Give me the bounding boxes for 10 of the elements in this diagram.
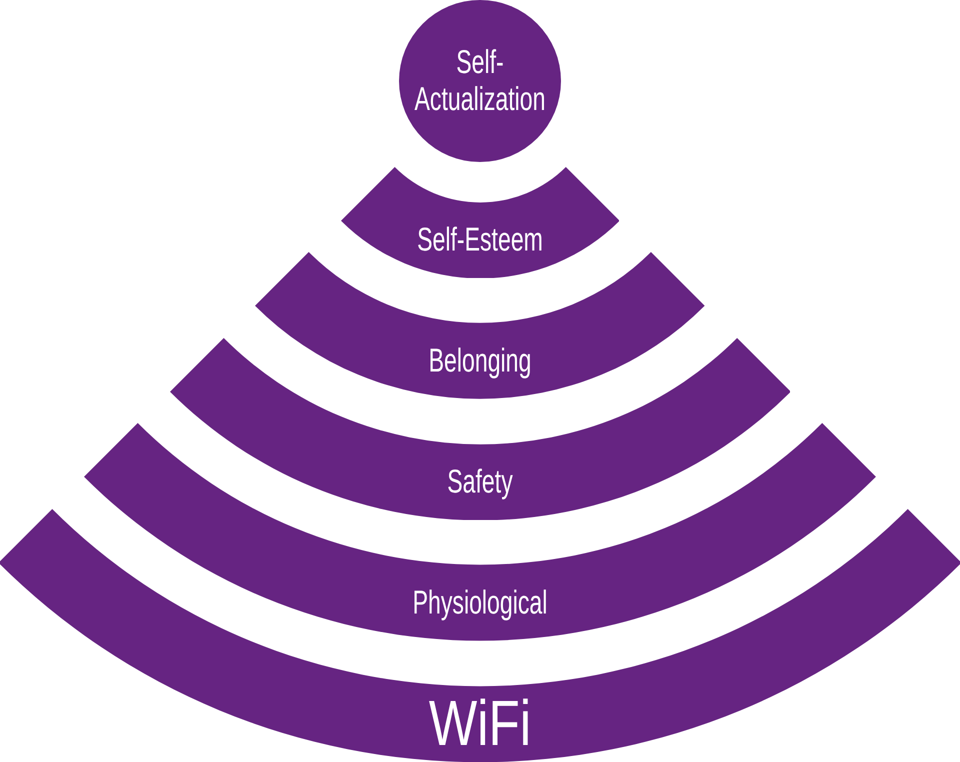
arc-band xyxy=(340,166,620,278)
level-label: Self-Esteem xyxy=(417,222,543,258)
level-label: Self-Actualization xyxy=(414,44,546,118)
level-label: Belonging xyxy=(428,342,532,380)
level-label: Physiological xyxy=(412,584,548,622)
level-label: Safety xyxy=(447,464,513,500)
level-label: WiFi xyxy=(428,688,532,760)
arc-band xyxy=(84,423,876,641)
arc-band xyxy=(170,338,790,520)
circle-node xyxy=(399,0,561,162)
